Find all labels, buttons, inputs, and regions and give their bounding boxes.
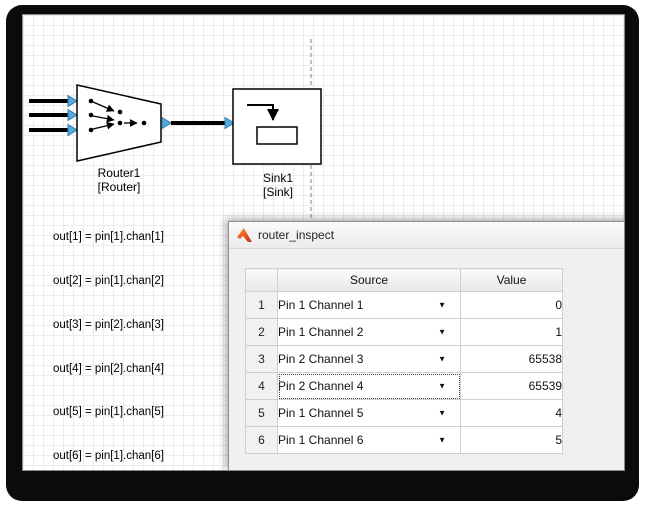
source-cell[interactable]: Pin 1 Channel 2 ▼ [277,318,461,346]
row-number[interactable]: 6 [245,426,278,454]
screenshot-frame: Router1 [Router] Sink1 [Sink] out[1] = p… [6,5,639,501]
source-cell-label: Pin 1 Channel 5 [278,406,364,420]
source-cell[interactable]: Pin 1 Channel 1 ▼ [277,291,461,319]
router-inspect-window: router_inspect Source Value 1 [228,221,624,470]
value-column-header[interactable]: Value [460,268,563,292]
source-cell-label: Pin 1 Channel 2 [278,325,364,339]
annotation-line[interactable]: out[5] = pin[1].chan[5] [53,406,164,419]
dropdown-arrow-icon[interactable]: ▼ [438,300,446,310]
sink-input-port-arrow-icon [224,116,235,130]
router-block-name: Router1 [97,166,141,180]
window-titlebar[interactable]: router_inspect [229,222,624,249]
row-number[interactable]: 1 [245,291,278,319]
annotation-line[interactable]: out[6] = pin[1].chan[6] [53,450,164,463]
source-cell-label: Pin 1 Channel 6 [278,433,364,447]
dropdown-arrow-icon[interactable]: ▼ [438,408,446,418]
source-cell-label: Pin 2 Channel 4 [278,379,364,393]
router-block-type: [Router] [97,180,141,194]
source-cell-label: Pin 2 Channel 3 [278,352,364,366]
table-row: 1 Pin 1 Channel 1 ▼ 0 [245,291,563,319]
source-cell-selected[interactable]: Pin 2 Channel 4 ▼ [277,372,461,400]
annotation-line[interactable]: out[4] = pin[2].chan[4] [53,362,164,375]
table-header-row: Source Value [245,268,563,292]
row-number[interactable]: 2 [245,318,278,346]
table-row: 5 Pin 1 Channel 5 ▼ 4 [245,399,563,427]
table-row: 2 Pin 1 Channel 2 ▼ 1 [245,318,563,346]
dropdown-arrow-icon[interactable]: ▼ [438,381,446,391]
sink-block-name: Sink1 [262,171,294,185]
annotation-line[interactable]: out[1] = pin[1].chan[1] [53,231,164,244]
annotation-line[interactable]: out[3] = pin[2].chan[3] [53,318,164,331]
window-title: router_inspect [258,228,335,242]
diagram-canvas: Router1 [Router] Sink1 [Sink] out[1] = p… [22,14,625,471]
block-diagram [29,39,322,221]
source-cell[interactable]: Pin 1 Channel 6 ▼ [277,426,461,454]
dropdown-arrow-icon[interactable]: ▼ [438,327,446,337]
sink-icon [247,104,298,145]
source-cell[interactable]: Pin 1 Channel 5 ▼ [277,399,461,427]
router-block-label: Router1 [Router] [59,166,179,194]
input-port-arrow-icon [67,108,78,122]
sink-block-label: Sink1 [Sink] [218,171,338,199]
source-cell-label: Pin 1 Channel 1 [278,298,364,312]
value-cell[interactable]: 65538 [460,345,563,373]
table-row: 6 Pin 1 Channel 6 ▼ 5 [245,426,563,454]
value-cell[interactable]: 1 [460,318,563,346]
routing-annotation[interactable]: out[1] = pin[1].chan[1] out[2] = pin[1].… [53,201,164,470]
value-cell[interactable]: 0 [460,291,563,319]
matlab-icon [237,228,252,242]
table-row: 3 Pin 2 Channel 3 ▼ 65538 [245,345,563,373]
value-cell[interactable]: 5 [460,426,563,454]
annotation-line[interactable]: out[2] = pin[1].chan[2] [53,274,164,287]
sink-block-type: [Sink] [262,185,293,199]
router-routing-icon [88,98,147,133]
input-port-arrow-icon [67,123,78,137]
output-port-arrow-icon [161,116,172,130]
input-port-arrow-icon [67,94,78,108]
row-number-header[interactable] [245,268,278,292]
source-cell[interactable]: Pin 2 Channel 3 ▼ [277,345,461,373]
dropdown-arrow-icon[interactable]: ▼ [438,354,446,364]
value-cell[interactable]: 65539 [460,372,563,400]
row-number[interactable]: 5 [245,399,278,427]
row-number[interactable]: 4 [245,372,278,400]
signal-table: Source Value 1 Pin 1 Channel 1 ▼ 0 [245,268,563,454]
dropdown-arrow-icon[interactable]: ▼ [438,435,446,445]
row-number[interactable]: 3 [245,345,278,373]
source-column-header[interactable]: Source [277,268,461,292]
value-cell[interactable]: 4 [460,399,563,427]
table-row: 4 Pin 2 Channel 4 ▼ 65539 [245,372,563,400]
